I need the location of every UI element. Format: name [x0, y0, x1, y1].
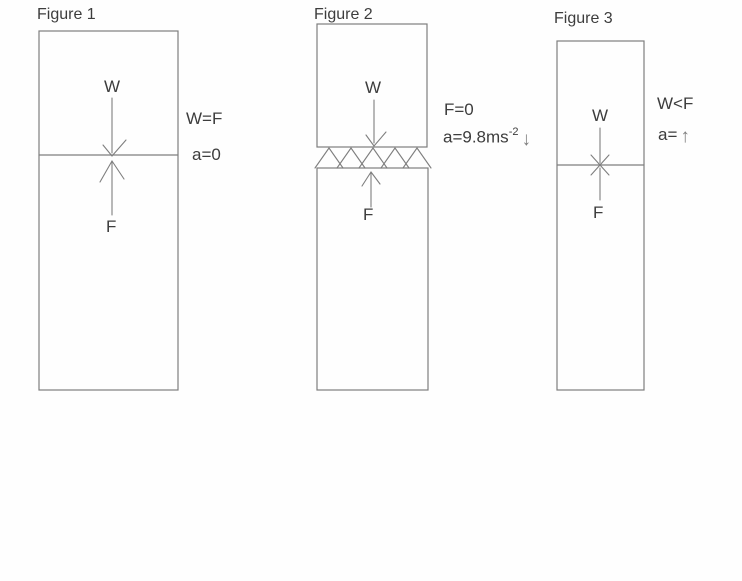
- figure3-acceleration-note: a=↑: [658, 125, 690, 147]
- figure1-block-outline: [38, 30, 179, 391]
- figure1-force-arrow: [99, 160, 125, 216]
- figure2-relation-note: F=0: [444, 100, 474, 119]
- down-arrow-icon: ↓: [521, 128, 531, 150]
- figure3-block-outline: [556, 40, 645, 391]
- figure3-force-label: F: [593, 203, 604, 222]
- figure2-lower-block-outline: [316, 167, 429, 391]
- figure2-spring-zigzag: [314, 147, 432, 169]
- figure2-acceleration-value: a=9.8ms: [443, 127, 509, 147]
- figure1-weight-label: W: [104, 77, 121, 96]
- figure3-weight-label: W: [592, 106, 609, 125]
- figure1-title: Figure 1: [37, 6, 96, 23]
- up-arrow-icon: ↑: [680, 126, 690, 147]
- figure2-upper-block-outline: [316, 23, 428, 148]
- figure3-acceleration-value: a=: [658, 125, 678, 144]
- figure3-relation-note: W<F: [657, 94, 694, 113]
- figure1-linework: [38, 30, 179, 391]
- figure2-force-arrow: [361, 171, 381, 208]
- figure1-relation-note: W=F: [186, 109, 223, 128]
- figure1-force-label: F: [106, 217, 117, 236]
- figure1-acceleration-note: a=0: [192, 145, 221, 164]
- figure3-title: Figure 3: [554, 10, 613, 27]
- figure3-cross-mark: [590, 154, 610, 176]
- figure2-acceleration-exponent: -2: [508, 126, 519, 138]
- figure2-linework: [314, 23, 432, 391]
- figure2-acceleration-note: a=9.8ms-2↓: [443, 126, 531, 150]
- figure3-linework: [556, 40, 645, 391]
- figure2-title: Figure 2: [314, 6, 373, 23]
- figure2-force-label: F: [363, 205, 374, 224]
- figure1-weight-arrow: [102, 97, 127, 157]
- figure2-weight-arrow: [365, 99, 387, 147]
- figure2-weight-label: W: [365, 78, 382, 97]
